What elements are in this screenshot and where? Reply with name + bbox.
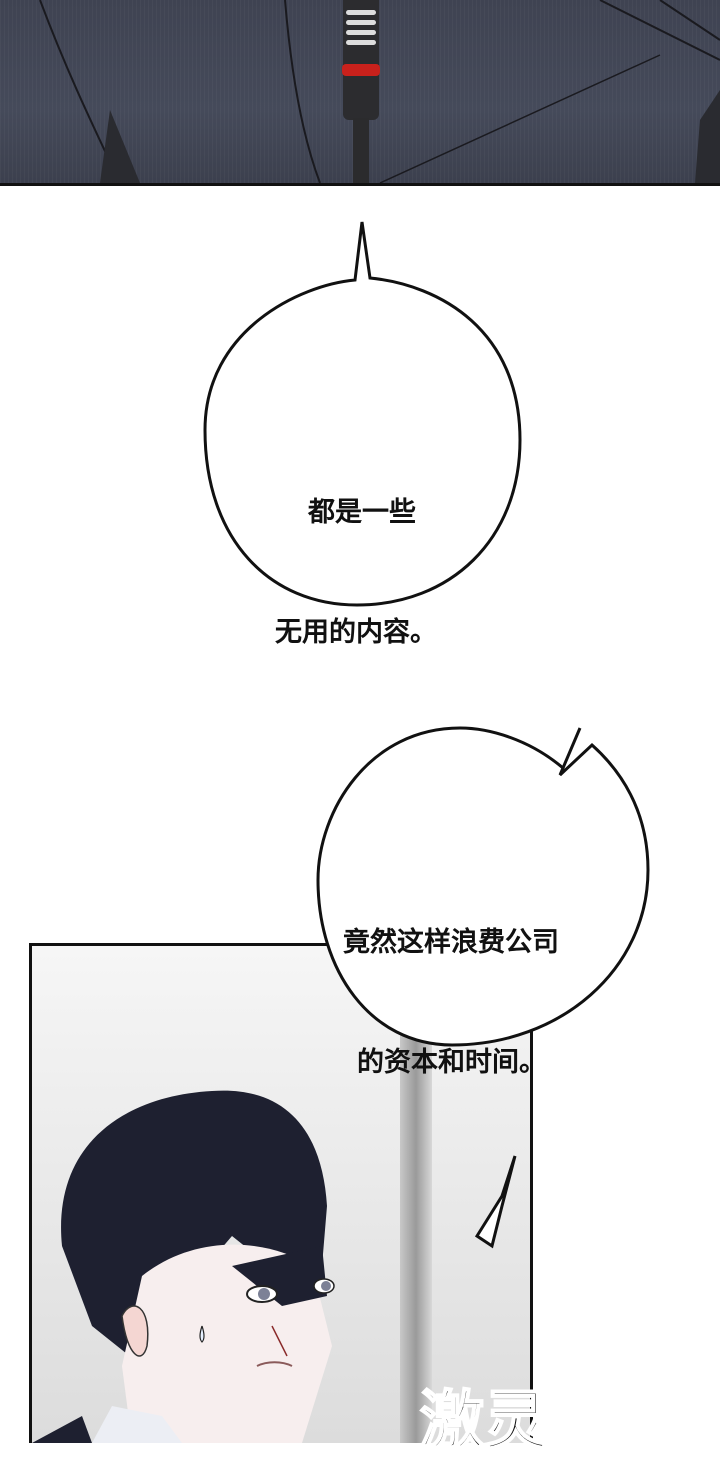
bubble-1-line-2: 无用的内容。 (275, 617, 437, 648)
bubble-2-line-2: 的资本和时间。 (357, 1047, 546, 1078)
bubble-1-text: 都是一些 无用的内容。 (275, 413, 437, 693)
top-panel (0, 0, 720, 186)
bubble-1-line-1: 都是一些 (308, 497, 416, 528)
mic-head (343, 0, 379, 120)
bubble-2-line-1: 竟然这样浪费公司 (343, 927, 559, 958)
mic-red-ring (342, 64, 380, 76)
character-illustration (32, 1090, 517, 1443)
microphone (342, 0, 380, 183)
suit-lines (39, 0, 720, 183)
bubble-2-text: 竟然这样浪费公司 的资本和时间。 (343, 843, 559, 1123)
sound-effect: 激灵 (419, 1384, 549, 1460)
bottom-panel (29, 943, 533, 1443)
mic-stem (353, 118, 369, 183)
